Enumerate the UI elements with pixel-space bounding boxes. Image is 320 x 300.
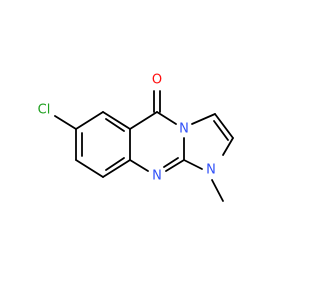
bond [75, 111, 104, 130]
bond [75, 159, 104, 178]
nitrogen-bridgehead-atom: N [179, 122, 189, 137]
nitrogen-methyl-atom: N [206, 163, 216, 178]
bond [165, 159, 185, 172]
bond-cl [54, 115, 77, 130]
double-bond-inner [105, 157, 125, 171]
bond [129, 159, 149, 172]
double-bond-inner [105, 118, 125, 132]
chlorine-atom: Cl [38, 103, 51, 118]
molecule-structure-diagram: Cl O N N N [38, 73, 234, 202]
double-bond-inner [213, 120, 229, 141]
bond-methyl [211, 179, 224, 202]
double-bond-inner [163, 157, 179, 168]
bond [156, 111, 177, 125]
oxygen-atom: O [152, 73, 162, 88]
bond [183, 159, 203, 170]
bond [191, 113, 216, 125]
nitrogen-ring-atom: N [152, 169, 162, 184]
bond [102, 159, 131, 178]
molecule-svg: Cl O N N N [38, 73, 234, 202]
bond [214, 113, 234, 139]
bond [222, 137, 234, 156]
bond [102, 111, 131, 130]
bond [129, 111, 158, 130]
